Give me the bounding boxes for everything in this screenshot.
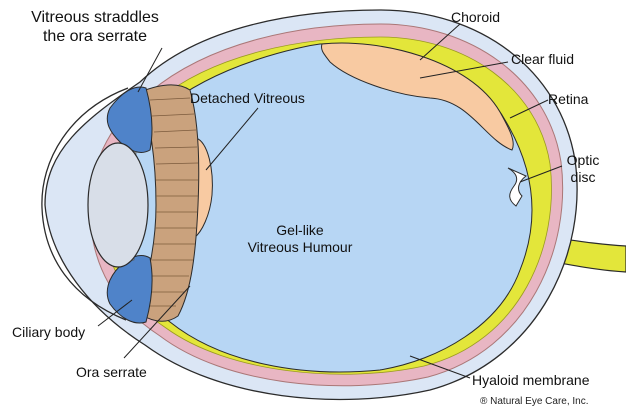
label-ciliary-body: Ciliary body [12,324,85,341]
label-ora-serrate: Ora serrate [76,364,147,381]
label-optic-disc-line1: Optic [560,152,606,169]
label-detached-vitreous: Detached Vitreous [190,90,305,107]
label-optic-disc-line2: disc [560,169,606,186]
label-gel-like-line1: Gel-like [238,222,362,239]
copyright-text: ® Natural Eye Care, Inc. [480,396,589,408]
label-gel-like-line2: Vitreous Humour [238,239,362,256]
label-gel-like-vitreous-humour: Gel-like Vitreous Humour [238,222,362,256]
label-vitreous-straddles: Vitreous straddles the ora serrate [6,8,184,46]
label-choroid: Choroid [451,9,500,26]
label-vitreous-straddles-line2: the ora serrate [6,27,184,46]
label-optic-disc: Optic disc [560,152,606,186]
lens [88,143,148,267]
label-retina: Retina [548,91,588,108]
label-clear-fluid: Clear fluid [511,51,574,68]
label-vitreous-straddles-line1: Vitreous straddles [6,8,184,27]
label-hyaloid-membrane: Hyaloid membrane [472,372,590,389]
